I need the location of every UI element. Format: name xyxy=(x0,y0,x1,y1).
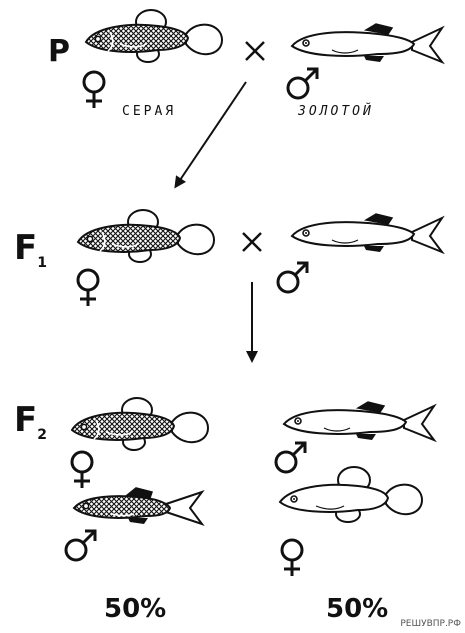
f1-grey-female-fish xyxy=(77,209,215,263)
f2-grey-male-fish xyxy=(73,487,203,525)
female-symbol-icon xyxy=(280,538,304,578)
male-symbol-icon xyxy=(276,261,309,294)
cross-icon xyxy=(245,41,265,61)
female-symbol-icon xyxy=(76,268,100,308)
male-symbol-icon xyxy=(274,441,307,474)
p-golden-male-fish xyxy=(291,23,443,63)
caption-golden: ЗОЛОТОЙ xyxy=(298,104,374,119)
generation-letter: F xyxy=(14,400,38,440)
f2-grey-female-fish xyxy=(71,397,209,451)
generation-label-p: P xyxy=(48,34,70,69)
generation-label-f1: F1 xyxy=(14,228,47,271)
p-grey-female-fish xyxy=(85,9,223,63)
generation-label-f2: F2 xyxy=(14,400,47,443)
f2-golden-male-fish xyxy=(283,401,435,441)
cross-icon xyxy=(242,232,262,252)
f2-golden-female-fish xyxy=(279,466,423,523)
f1-golden-male-fish xyxy=(291,213,443,253)
caption-grey: СЕРАЯ xyxy=(122,104,177,119)
female-symbol-icon xyxy=(70,450,94,490)
male-symbol-icon xyxy=(286,67,319,100)
inheritance-arrow xyxy=(174,81,247,189)
generation-subscript: 1 xyxy=(37,254,47,271)
generation-letter: F xyxy=(14,228,38,268)
female-symbol-icon xyxy=(82,70,106,110)
watermark: РЕШУВПР.РФ xyxy=(400,619,461,629)
generation-subscript: 2 xyxy=(37,426,47,443)
ratio-right: 50% xyxy=(326,594,389,624)
male-symbol-icon xyxy=(64,529,97,562)
ratio-left: 50% xyxy=(104,594,167,624)
